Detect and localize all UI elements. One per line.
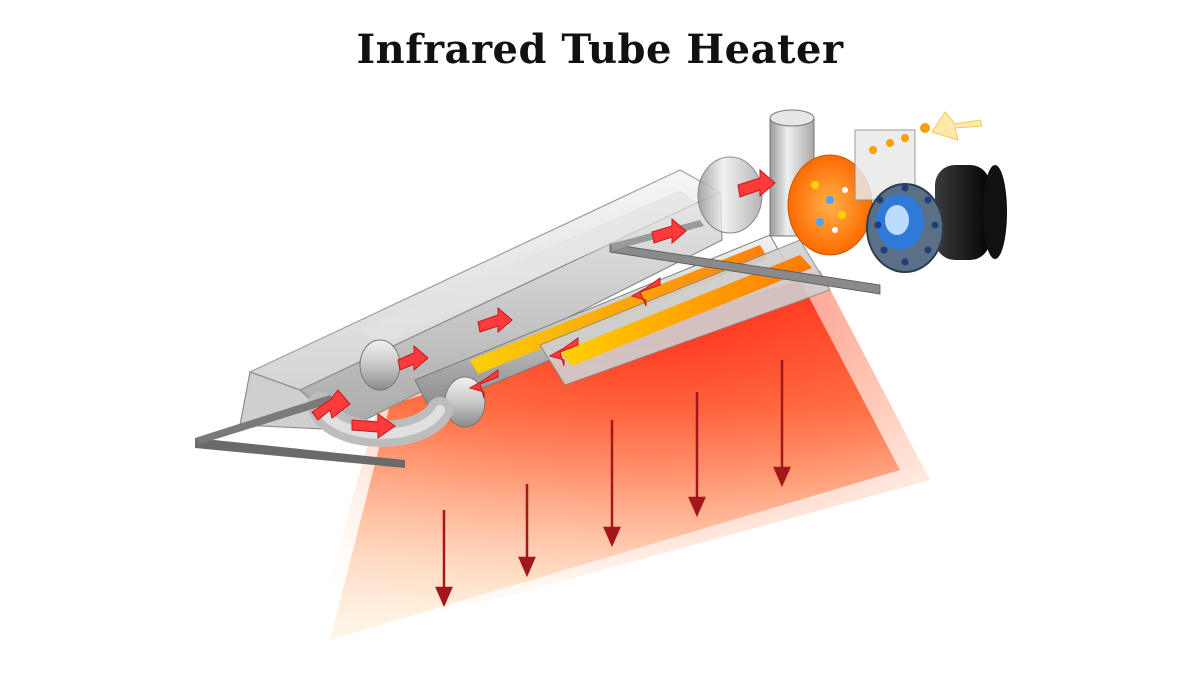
- diagram-title: Infrared Tube Heater: [356, 26, 844, 73]
- airflow-arrow: [630, 277, 661, 307]
- airflow-arrow: [548, 337, 579, 367]
- airflow-arrow: [397, 344, 429, 372]
- airflow-arrows: [311, 168, 776, 439]
- blower-vent-dots: [874, 184, 939, 266]
- airflow-arrow: [737, 168, 776, 198]
- heat-radiation-arrows: [435, 360, 791, 608]
- airflow-arrow: [468, 369, 499, 399]
- blower-fan: [866, 165, 1007, 273]
- heat-radiation-arrow: [435, 510, 453, 608]
- exhaust-pipe: [697, 109, 815, 237]
- heat-radiation-arrow: [688, 392, 706, 518]
- airflow-arrow: [311, 389, 351, 421]
- radiant-heat-zone: [310, 270, 930, 650]
- airflow-arrow: [477, 306, 513, 334]
- radiant-tube: [414, 234, 831, 411]
- intake-air-arrow: [931, 111, 983, 141]
- heat-radiation-arrow: [518, 484, 536, 578]
- heat-radiation-arrow: [773, 360, 791, 488]
- tube-u-bend: [307, 339, 486, 447]
- heat-radiation-arrow: [603, 420, 621, 548]
- airflow-arrow: [651, 217, 687, 245]
- airflow-arrow: [351, 413, 396, 439]
